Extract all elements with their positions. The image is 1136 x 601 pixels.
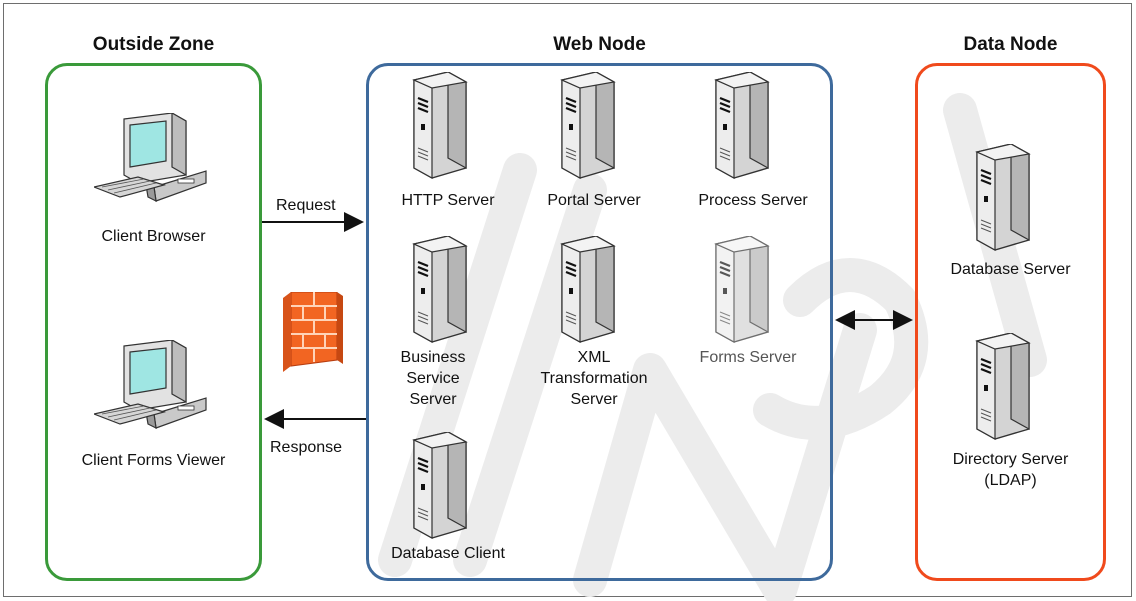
client-forms-viewer-desktop-computer-icon <box>94 340 207 430</box>
http-server-label: HTTP Server <box>401 192 495 209</box>
xml-transformation-server-tower-server-icon <box>560 236 616 344</box>
portal-server-label: Portal Server <box>547 192 641 209</box>
process-server-label: Process Server <box>698 192 808 209</box>
brick-firewall-icon <box>283 292 343 372</box>
client-browser-desktop-computer-icon <box>94 113 207 203</box>
xml-transformation-server-label: XML Transformation Server <box>540 349 648 408</box>
http-server-tower-server-icon <box>412 72 468 180</box>
web-node-box <box>366 63 833 581</box>
database-client-tower-server-icon <box>412 432 468 540</box>
portal-server-tower-server-icon <box>560 72 616 180</box>
outside-zone-title: Outside Zone <box>92 34 215 55</box>
directory-server-label: Directory Server (LDAP) <box>952 451 1069 489</box>
request-label: Request <box>276 197 336 214</box>
client-browser-label: Client Browser <box>101 228 206 245</box>
database-server-label: Database Server <box>950 261 1071 278</box>
business-service-server-tower-server-icon <box>412 236 468 344</box>
database-client-label: Database Client <box>391 545 505 562</box>
forms-server-label: Forms Server <box>699 349 797 366</box>
response-label: Response <box>270 439 343 456</box>
outside-zone-box <box>45 63 262 581</box>
client-forms-viewer-label: Client Forms Viewer <box>81 452 226 469</box>
database-server-tower-server-icon <box>975 144 1031 252</box>
forms-server-tower-server-icon <box>714 236 770 344</box>
business-service-server-label: Business Service Server <box>400 349 466 408</box>
diagram-frame <box>3 3 1132 597</box>
web-node-title: Web Node <box>553 34 646 55</box>
data-node-title: Data Node <box>963 34 1058 55</box>
process-server-tower-server-icon <box>714 72 770 180</box>
directory-server-tower-server-icon <box>975 333 1031 441</box>
data-node-box <box>915 63 1106 581</box>
